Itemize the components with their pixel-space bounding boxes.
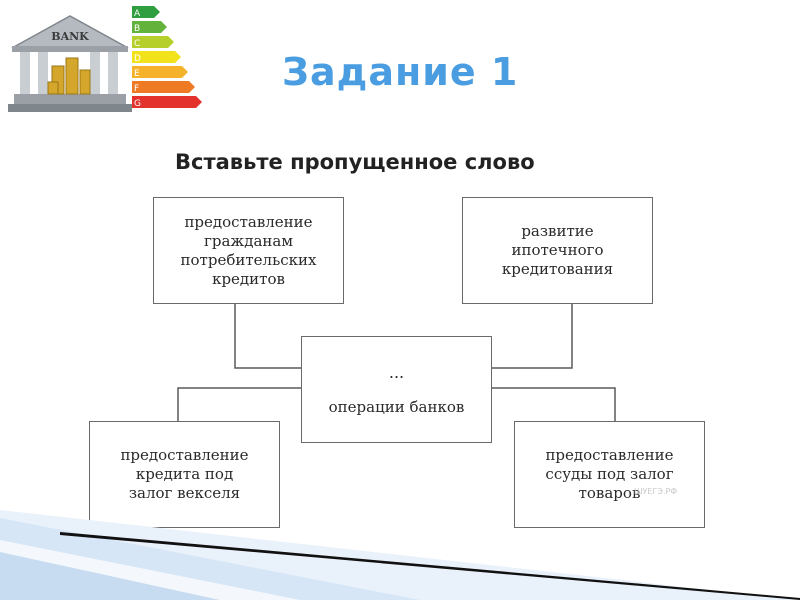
box-line: развитие [521, 222, 594, 240]
energy-bar-letter: A [134, 9, 141, 19]
connector-top-right [492, 304, 573, 369]
box-line: ссуды под залог [545, 465, 674, 483]
box-line: кредитования [501, 260, 614, 278]
center-label: операции банков [328, 397, 465, 416]
energy-bar [132, 66, 188, 78]
box-bill-credit: предоставление кредита под залог векселя [89, 421, 280, 528]
box-line: предоставление [545, 446, 674, 464]
bank-base-icon [14, 94, 126, 104]
box-bank-operations: ... операции банков [301, 336, 492, 443]
box-consumer-credit: предоставление гражданам потребительских… [153, 197, 344, 304]
energy-bar-letter: D [134, 54, 141, 64]
energy-bar [132, 21, 167, 33]
decorative-stripes [0, 510, 800, 600]
box-line: кредитов [212, 269, 285, 288]
energy-bar [132, 36, 174, 48]
energy-bar [132, 96, 202, 108]
box-line: кредита под [135, 465, 234, 483]
energy-bar-letter: F [134, 84, 139, 94]
box-line: залог векселя [128, 484, 241, 502]
box-line: гражданам [204, 231, 293, 250]
box-line: товаров [578, 484, 641, 502]
task-instruction: Вставьте пропущенное слово [175, 150, 535, 174]
energy-bar-letter: E [134, 69, 140, 79]
energy-bar-letter: G [134, 99, 141, 109]
gold-coins-icon [47, 57, 91, 95]
connector-bottom-right [492, 387, 616, 421]
watermark: ШУЕГЭ.РФ [634, 487, 678, 496]
bank-sign-text: BANK [51, 30, 89, 43]
energy-bar [132, 6, 160, 18]
connector-top-left [234, 304, 301, 369]
box-line: ипотечного [511, 241, 604, 259]
box-line: предоставление [184, 212, 313, 231]
box-goods-loan: предоставление ссуды под залог товаров [514, 421, 705, 528]
page-title: Задание 1 [282, 50, 519, 94]
box-line: потребительских [180, 250, 317, 269]
energy-bar-letter: C [134, 39, 140, 49]
box-line: предоставление [120, 446, 249, 464]
connector-bottom-left [177, 387, 301, 421]
energy-bar [132, 81, 195, 93]
missing-word-placeholder: ... [388, 362, 405, 382]
energy-bar [132, 51, 181, 63]
box-mortgage: развитие ипотечного кредитования [462, 197, 653, 304]
energy-bar-letter: B [134, 24, 140, 34]
